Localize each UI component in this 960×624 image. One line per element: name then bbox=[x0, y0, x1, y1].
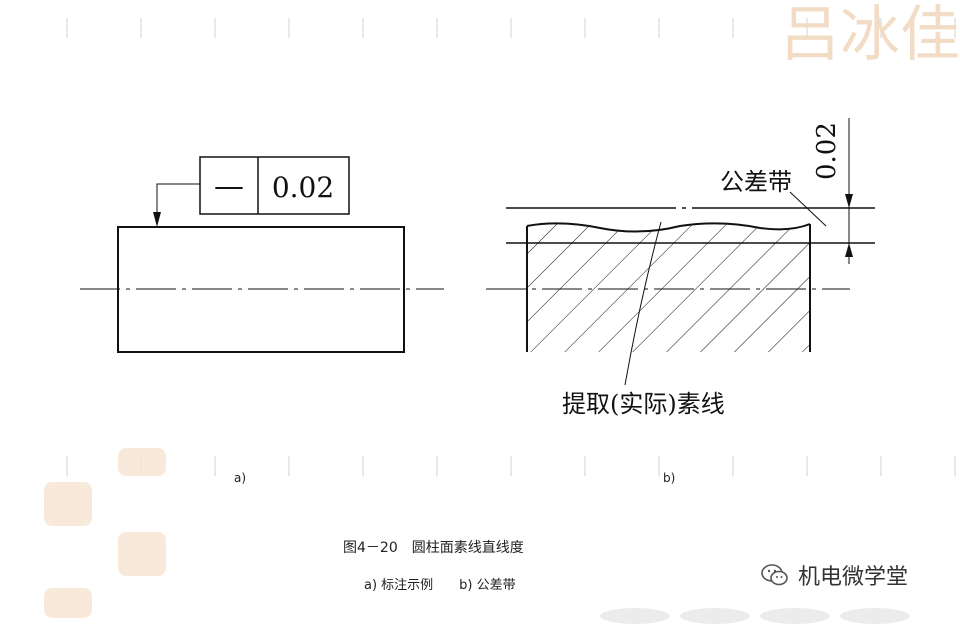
background-dash bbox=[362, 456, 364, 476]
background-dash bbox=[214, 18, 216, 38]
background-dash bbox=[806, 18, 808, 38]
watermark-stamp bbox=[44, 482, 92, 526]
figure-caption-subtitle: a) 标注示例 b) 公差带 bbox=[364, 578, 516, 593]
background-dash bbox=[880, 456, 882, 476]
figure-b: 0.02 公差带 提取(实际)素线 bbox=[486, 118, 875, 418]
background-dash bbox=[214, 456, 216, 476]
background-dash bbox=[66, 18, 68, 38]
background-dash bbox=[880, 18, 882, 38]
wechat-brand: 机电微学堂 bbox=[760, 560, 908, 590]
background-dash bbox=[732, 456, 734, 476]
wechat-icon bbox=[761, 564, 788, 586]
background-dash bbox=[658, 456, 660, 476]
background-dash bbox=[806, 456, 808, 476]
figure-caption-title: 图4－20 圆柱面素线直线度 bbox=[343, 540, 524, 556]
background-dash bbox=[584, 18, 586, 38]
extracted-profile bbox=[526, 222, 811, 233]
leader-arrowhead bbox=[153, 212, 161, 227]
label-figure-a: a) bbox=[234, 471, 247, 485]
watermark-logo: 吕冰佳 bbox=[780, 0, 960, 70]
watermark-stamp bbox=[118, 532, 166, 576]
zone-label-leader bbox=[789, 191, 827, 227]
background-dash bbox=[732, 18, 734, 38]
background-dash bbox=[288, 18, 290, 38]
extracted-line-label: 提取(实际)素线 bbox=[562, 390, 725, 418]
background-dash bbox=[510, 18, 512, 38]
section-hatch bbox=[527, 223, 810, 352]
background-dash bbox=[510, 456, 512, 476]
background-dash bbox=[954, 456, 956, 476]
background-dash bbox=[288, 456, 290, 476]
straightness-symbol: — bbox=[214, 169, 244, 204]
extracted-line-leader bbox=[624, 221, 662, 386]
zone-dimension-text: 0.02 bbox=[812, 122, 842, 180]
background-dash bbox=[954, 18, 956, 38]
background-dash bbox=[584, 456, 586, 476]
background-dash bbox=[362, 18, 364, 38]
background-dash bbox=[66, 456, 68, 476]
background-dash bbox=[436, 456, 438, 476]
background-dash bbox=[436, 18, 438, 38]
leader-line bbox=[156, 183, 200, 215]
dimension-arrow-top bbox=[845, 194, 853, 208]
dimension-arrow-bottom bbox=[845, 243, 853, 257]
tolerance-frame bbox=[199, 156, 350, 215]
background-dash bbox=[140, 18, 142, 38]
tolerance-value-a: 0.02 bbox=[272, 171, 334, 204]
watermark-stamp bbox=[118, 448, 166, 476]
background-dash bbox=[658, 18, 660, 38]
watermark-stamp bbox=[44, 588, 92, 618]
zone-label: 公差带 bbox=[720, 168, 792, 196]
bottom-decoration bbox=[0, 606, 960, 624]
background-dash-row-top bbox=[0, 18, 960, 44]
figure-a: — 0.02 bbox=[80, 156, 444, 353]
label-figure-b: b) bbox=[663, 471, 676, 485]
brand-name: 机电微学堂 bbox=[798, 565, 909, 590]
